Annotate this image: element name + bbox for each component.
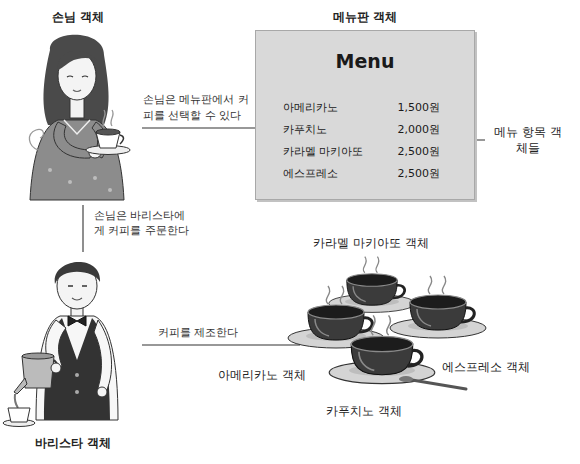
connector-line [82,205,83,252]
customer-figure [68,180,72,184]
customer-figure [30,120,124,200]
menu-title: Menu [336,50,395,73]
customer-figure [57,51,97,70]
menu-price: 2,500원 [398,145,441,159]
edge-label: 손님은 바리스타에게 커피를 주문한다 [94,208,194,239]
customer-figure [93,176,97,180]
object-label: 카라멜 마키아또 객체 [313,236,428,251]
barista-figure [22,353,54,359]
coffee-cup [390,276,486,338]
barista-figure [15,394,18,408]
menu-item-name: 카푸치노 [283,123,327,137]
barista-figure [8,408,30,422]
spoon [399,376,413,382]
spoon [412,380,466,389]
coffee-object: 에스프레소 객체 [390,280,486,338]
customer-figure [120,135,124,144]
customer-figure [29,129,43,150]
barista-figure [3,262,118,427]
coffee-object: 아메리카노 객체 [300,292,384,348]
coffee-cup [329,315,435,383]
customer-figure [54,122,92,158]
customer-figure [103,110,113,126]
customer-figure [29,35,130,200]
menu-item-name: 아메리카노 [283,101,338,115]
barista-figure [51,363,61,373]
customer-figure [64,120,90,134]
customer-object: 손님 객체 [14,30,142,205]
callout-label: 메뉴 항목 객체들 [490,124,566,156]
customer-figure [96,129,120,135]
customer-figure [48,168,52,172]
object-label: 아메리카노 객체 [218,368,306,383]
menu-item-name: 카라멜 마키아또 [283,145,364,159]
menu-price: 1,500원 [398,101,441,115]
barista-object: 바리스타 객체 [4,252,142,452]
barista-figure [75,373,79,377]
edge-label: 손님은 메뉴판에서 커피를 선택할 수 있다 [143,92,254,123]
menu-price: 2,000원 [398,123,441,137]
customer-figure [73,90,81,92]
barista-figure [68,285,87,286]
barista-figure [72,298,82,300]
barista-figure [68,316,86,326]
menu-price: 2,500원 [398,167,441,181]
menu-item: 아메리카노 1,500원 [283,99,440,117]
customer-figure [108,188,112,192]
barista-figure [97,387,107,397]
connector-line [142,344,300,345]
barista-figure [14,378,27,394]
object-heading: 메뉴판 객체 [333,10,397,26]
barista-figure [75,390,79,394]
menu-board: 메뉴판 객체Menu아메리카노1,500원카푸치노2,000원카라멜 마키아또2… [255,30,475,200]
menu-item: 카푸치노 2,000원 [283,121,440,139]
connector-line [142,127,255,128]
coffee-object: 카푸치노 객체 [329,316,435,384]
object-heading: 손님 객체 [52,10,104,26]
object-heading: 바리스타 객체 [35,436,111,452]
customer-figure [67,76,88,77]
menu-item: 에스프레소 2,500원 [283,165,440,183]
menu-item: 카라멜 마키아또 2,500원 [283,143,440,161]
menu-item-name: 에스프레소 [283,167,338,181]
customer-figure [44,35,109,125]
barista-figure [94,320,112,392]
object-label: 에스프레소 객체 [442,360,530,375]
barista-figure [55,262,100,284]
object-label: 카푸치노 객체 [326,404,402,419]
coffee-object: 카라멜 마키아또 객체 [347,258,399,308]
edge-label: 커피를 제조한다 [158,325,283,340]
